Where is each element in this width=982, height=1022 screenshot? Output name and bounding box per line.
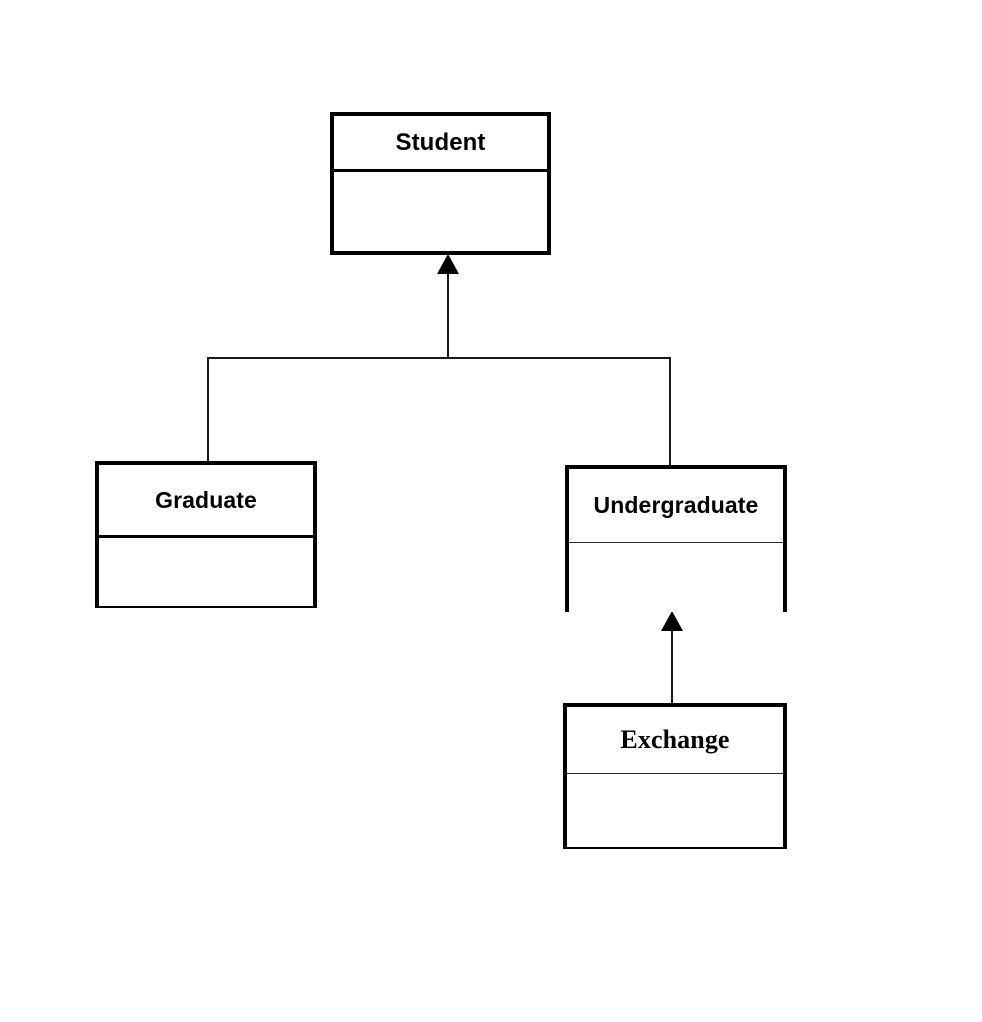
- class-attributes-student: [334, 169, 547, 251]
- class-attributes-exchange: [567, 773, 783, 847]
- generalization-branch-to-undergraduate: [669, 357, 671, 467]
- generalization-bus-line: [207, 357, 671, 359]
- generalization-stem-to-student: [447, 262, 449, 359]
- class-attributes-undergraduate: [569, 542, 783, 612]
- class-box-student[interactable]: Student: [330, 112, 551, 255]
- class-attributes-graduate: [99, 535, 313, 606]
- class-name-student: Student: [395, 128, 486, 156]
- generalization-arrowhead-undergraduate: [661, 611, 683, 631]
- class-box-graduate[interactable]: Graduate: [95, 461, 317, 608]
- class-name-exchange: Exchange: [620, 725, 730, 755]
- generalization-branch-to-graduate: [207, 357, 209, 463]
- class-name-undergraduate: Undergraduate: [593, 492, 759, 519]
- class-name-graduate: Graduate: [155, 486, 257, 513]
- generalization-arrowhead-student: [437, 254, 459, 274]
- class-box-exchange[interactable]: Exchange: [563, 703, 787, 849]
- class-box-undergraduate[interactable]: Undergraduate: [565, 465, 787, 612]
- generalization-stem-exchange-to-undergraduate: [671, 620, 673, 705]
